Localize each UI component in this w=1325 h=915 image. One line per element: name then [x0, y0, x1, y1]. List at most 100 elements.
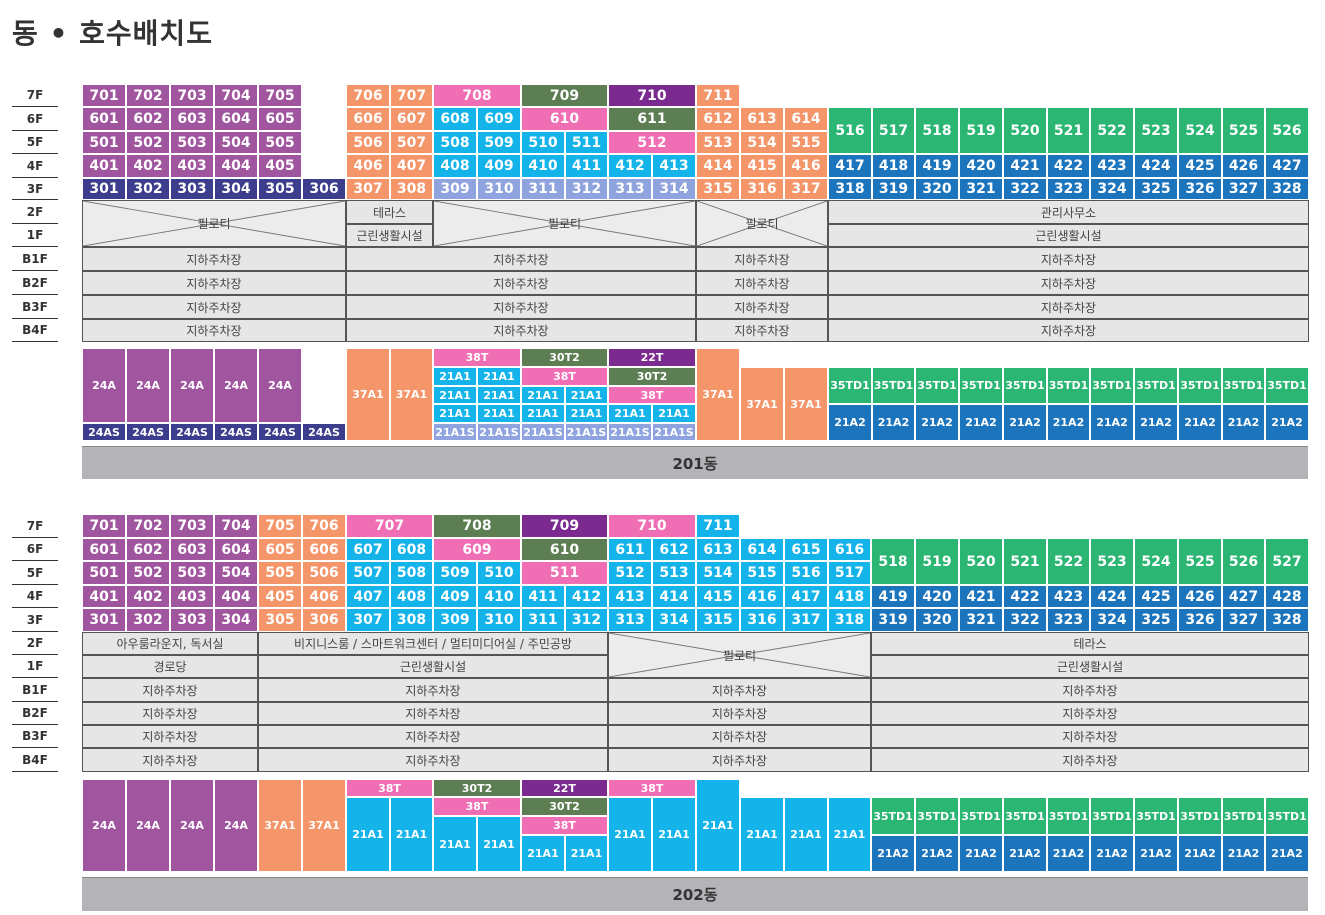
unit-cell: 404 [214, 585, 258, 608]
unit-cell: 35TD1 [1178, 367, 1222, 404]
unit-cell: 606 [302, 538, 346, 561]
piloti-area: 필로티 [82, 200, 346, 247]
unit-cell: 425 [1134, 585, 1178, 608]
unit-cell: 415 [696, 585, 740, 608]
unit-cell: 310 [477, 178, 521, 200]
unit-cell: 21A1 [433, 816, 477, 872]
unit-cell: 21A1 [433, 367, 477, 386]
unit-cell: 711 [696, 84, 740, 107]
unit-cell: 414 [696, 154, 740, 178]
unit-cell: 614 [740, 538, 784, 561]
floor-label: 4F [12, 154, 58, 178]
unit-cell: 21A2 [1134, 835, 1178, 872]
parking-area: 지하주차장 [828, 247, 1309, 271]
unit-cell: 21A1 [433, 386, 477, 404]
unit-cell: 604 [214, 538, 258, 561]
facility-label: 지하주차장 [711, 753, 768, 768]
unit-cell: 302 [126, 608, 170, 632]
unit-cell: 521 [1047, 107, 1090, 154]
unit-cell: 613 [696, 538, 740, 561]
business-center-area: 비지니스룸 / 스마트워크센터 / 멀티미디어실 / 주민공방 [258, 632, 608, 655]
unit-cell: 514 [740, 131, 784, 154]
unit-cell: 705 [258, 514, 302, 538]
facility-label: 지하주차장 [734, 276, 790, 291]
unit-cell: 21A2 [1090, 404, 1134, 441]
unit-cell: 21A1 [565, 386, 608, 404]
unit-cell: 35TD1 [915, 797, 959, 835]
unit-cell: 413 [652, 154, 696, 178]
unit-cell: 417 [784, 585, 828, 608]
unit-cell: 709 [521, 514, 608, 538]
unit-cell: 511 [565, 131, 608, 154]
unit-cell: 21A1S [652, 423, 696, 441]
unit-cell: 21A2 [872, 404, 915, 441]
parking-area: 지하주차장 [82, 295, 346, 319]
unit-cell: 307 [346, 178, 390, 200]
unit-cell: 35TD1 [1090, 367, 1134, 404]
unit-cell: 401 [82, 154, 126, 178]
unit-cell: 302 [126, 178, 170, 200]
unit-cell: 21A1 [433, 404, 477, 423]
commercial-area: 근린생활시설 [346, 224, 433, 247]
seniors-center-area: 경로당 [82, 655, 258, 678]
floor-label: B4F [12, 748, 58, 772]
facility-label: 근린생활시설 [1035, 229, 1102, 243]
unit-cell: 502 [126, 131, 170, 154]
unit-cell: 517 [872, 107, 915, 154]
unit-cell: 607 [390, 107, 433, 131]
unit-cell: 704 [214, 514, 258, 538]
unit-cell: 35TD1 [959, 367, 1003, 404]
piloti-area: 필로티 [608, 632, 871, 678]
facility-label: 지하주차장 [493, 276, 549, 291]
page-title: 동 • 호수배치도 [12, 17, 213, 50]
facility-label: 비지니스룸 / 스마트워크센터 / 멀티미디어실 / 주민공방 [294, 637, 572, 651]
unit-cell: 417 [828, 154, 872, 178]
floor-label: B3F [12, 295, 58, 319]
facility-label: 경로당 [153, 660, 187, 674]
unit-cell: 21A1 [346, 797, 390, 872]
unit-cell: 38T [521, 367, 608, 386]
unit-cell: 709 [521, 84, 608, 107]
unit-cell: 603 [170, 107, 214, 131]
floor-label: B4F [12, 319, 58, 342]
unit-cell: 323 [1047, 608, 1090, 632]
unit-cell: 406 [346, 154, 390, 178]
unit-cell: 504 [214, 131, 258, 154]
unit-cell: 35TD1 [871, 797, 915, 835]
unit-cell: 415 [740, 154, 784, 178]
unit-cell: 35TD1 [915, 367, 959, 404]
facility-label: 지하주차장 [142, 730, 198, 744]
unit-cell: 616 [828, 538, 871, 561]
unit-cell: 519 [959, 107, 1003, 154]
facility-label: 지하주차장 [1062, 707, 1118, 721]
unit-cell: 21A1 [477, 367, 521, 386]
unit-cell: 412 [608, 154, 652, 178]
unit-cell: 24A [214, 779, 258, 872]
unit-cell: 21A2 [1265, 404, 1309, 441]
unit-cell: 37A1 [740, 367, 784, 441]
commercial-area: 근린생활시설 [871, 655, 1309, 678]
unit-cell: 21A2 [1134, 404, 1178, 441]
unit-cell: 24AS [258, 423, 302, 441]
unit-cell: 21A1 [608, 797, 652, 872]
parking-area: 지하주차장 [871, 725, 1309, 748]
unit-cell: 21A2 [1265, 835, 1309, 872]
unit-cell: 409 [477, 154, 521, 178]
unit-cell: 524 [1134, 538, 1178, 585]
unit-cell: 22T [521, 779, 608, 797]
unit-cell: 513 [652, 561, 696, 585]
facility-label: 지하주차장 [734, 252, 790, 267]
building-201-label: 201동 [82, 446, 1308, 479]
unit-cell: 24A [170, 348, 214, 423]
unit-cell: 416 [784, 154, 828, 178]
facility-label: 근린생활시설 [1056, 660, 1124, 674]
facility-label: 필로티 [745, 217, 779, 231]
unit-cell: 30T2 [608, 367, 696, 386]
unit-cell: 522 [1047, 538, 1090, 585]
unit-cell: 608 [433, 107, 477, 131]
unit-cell: 320 [915, 178, 959, 200]
unit-cell: 410 [477, 585, 521, 608]
unit-cell: 525 [1222, 107, 1265, 154]
unit-cell: 317 [784, 608, 828, 632]
facility-label: 지하주차장 [142, 753, 198, 768]
